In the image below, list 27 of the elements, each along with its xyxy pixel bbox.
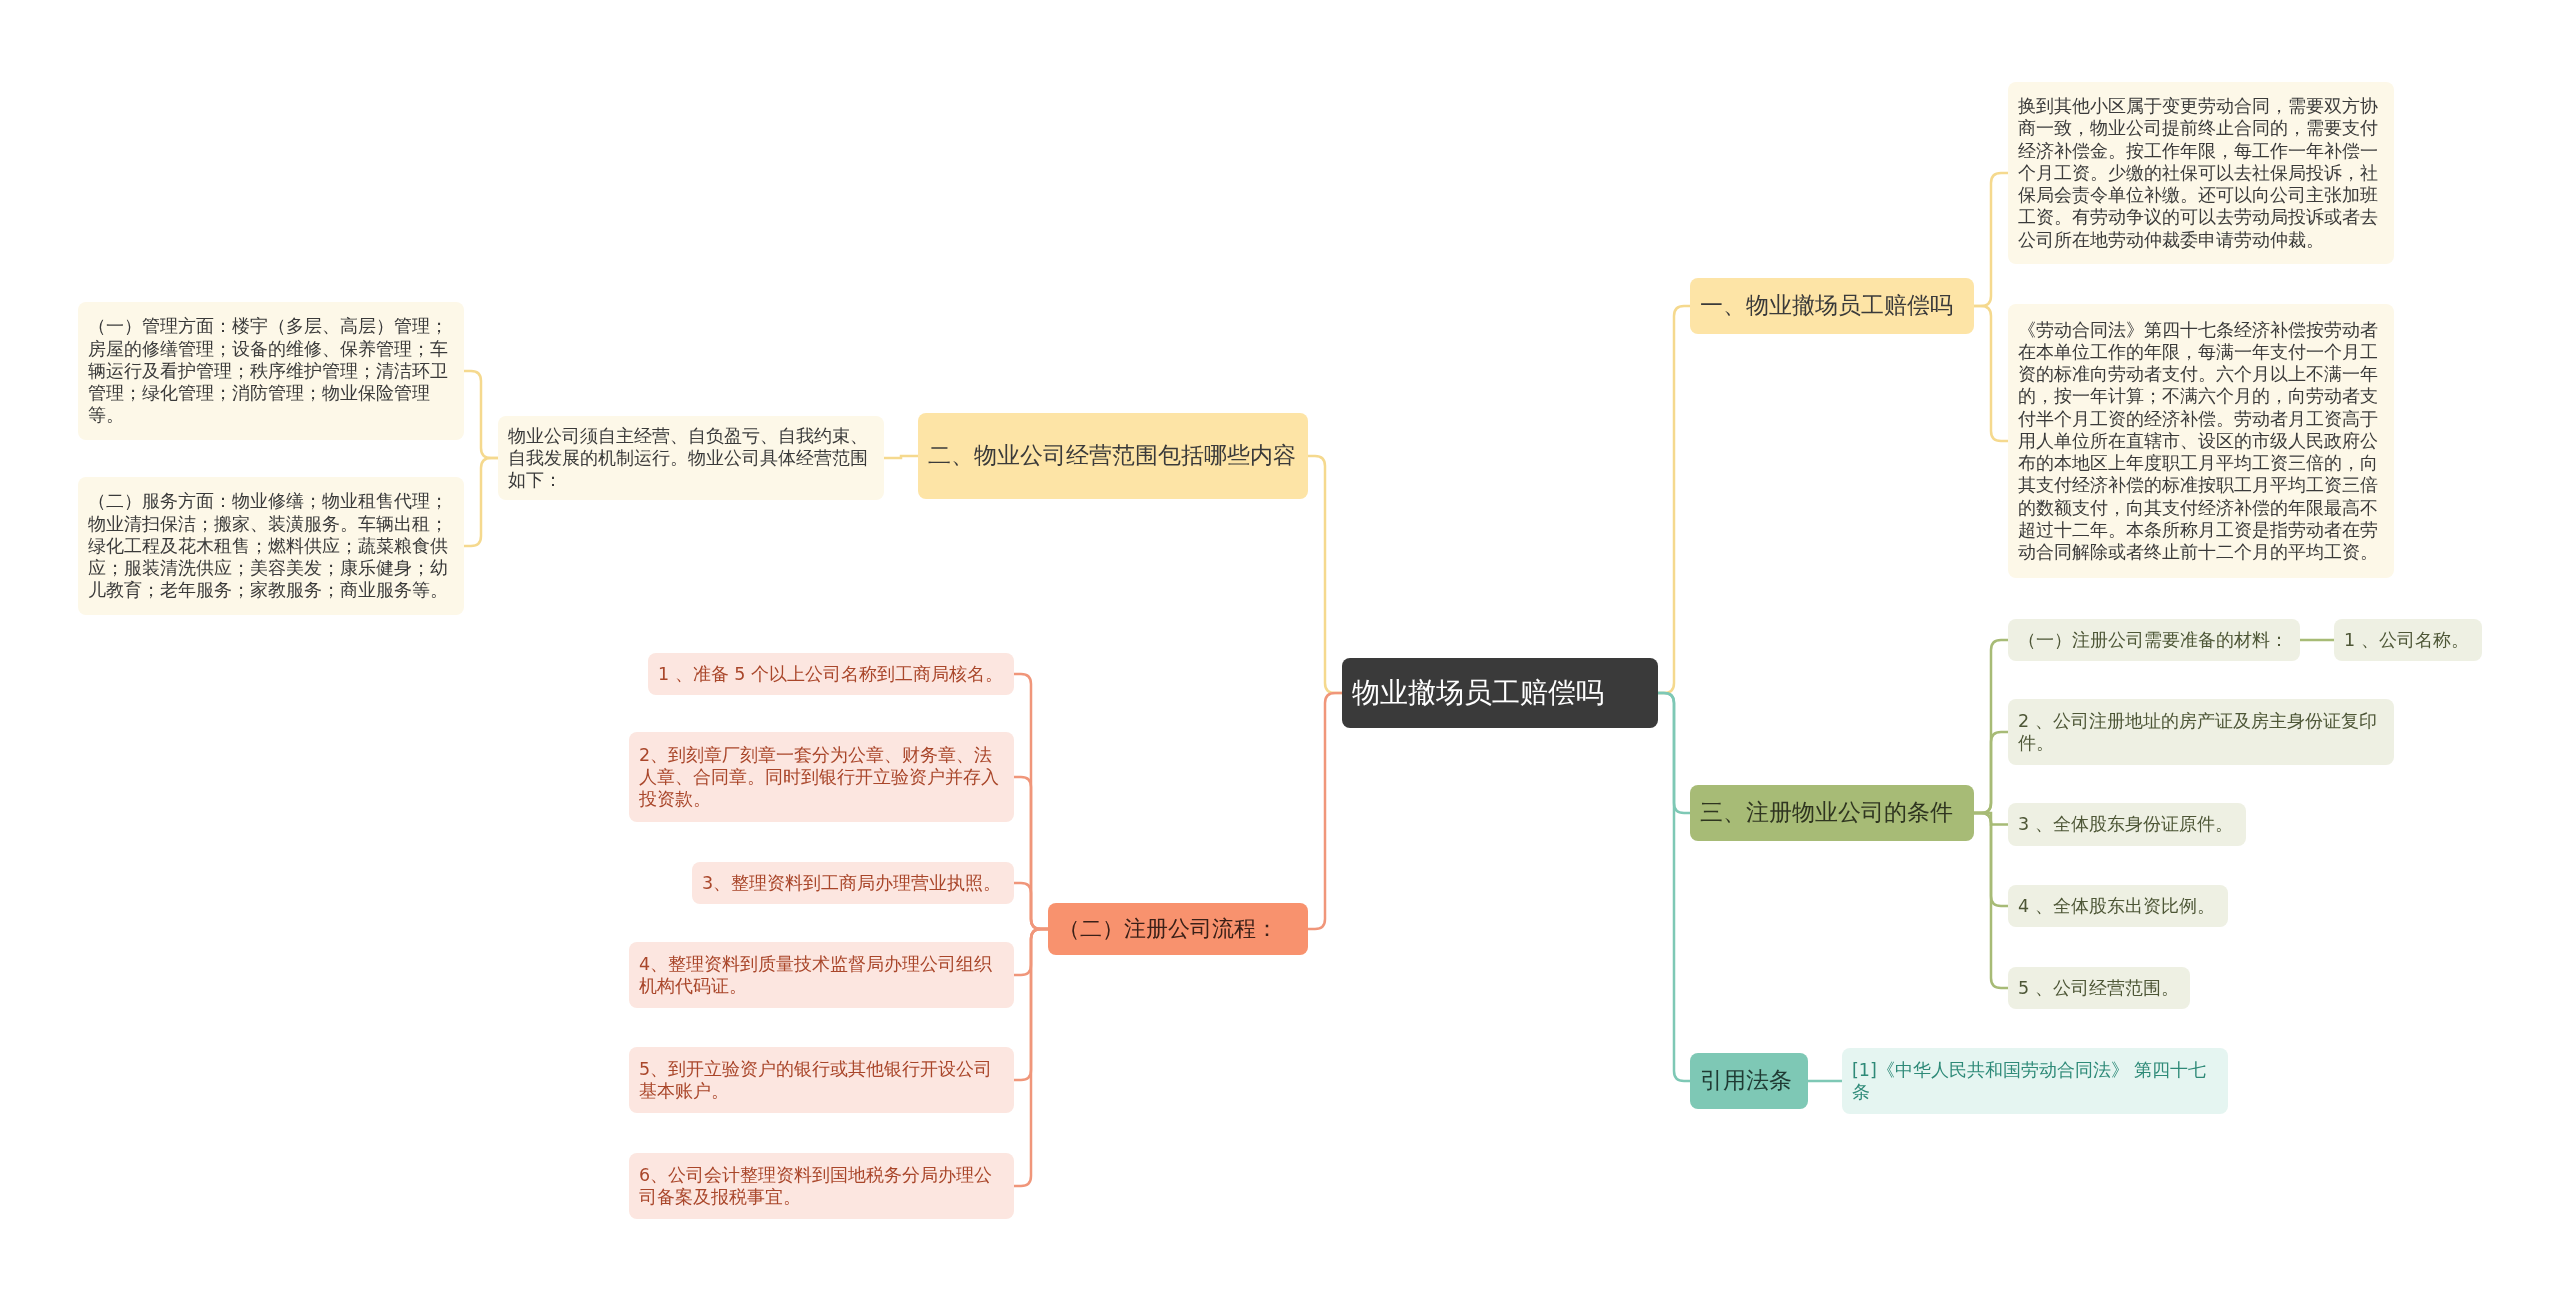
- text-box: （一）管理方面：楼宇（多层、高层）管理；房屋的修缮管理；设备的维修、保养管理；车辆运行及看护管理；秩序维护管理；清洁环卫管理；绿化管理；消防管理；物业保险管理等。: [78, 302, 464, 440]
- topic-box: 引用法条: [1690, 1053, 1808, 1109]
- connector: [1808, 1079, 1842, 1083]
- text-box: 3、整理资料到工商局办理营业执照。: [692, 862, 1014, 904]
- text-box: 换到其他小区属于变更劳动合同，需要双方协商一致，物业公司提前终止合同的，需要支付经济补偿金。按工作年限，每工作一年补偿一个月工资。少缴的社保可以去社保局投诉，社保局会责令单位补缴。还可以向公司主张加班工资。有劳动争议的可以去劳动局投诉或者去公司所在地劳动仲裁委申请劳动仲裁。: [2008, 82, 2394, 264]
- central-topic: 物业撤场员工赔偿吗: [1342, 658, 1658, 728]
- connector: [884, 454, 918, 460]
- text-box: 5 、公司经营范围。: [2008, 967, 2190, 1009]
- text-box: 2、到刻章厂刻章一套分为公章、财务章、法人章、合同章。同时到银行开立验资户并存入投资款。: [629, 732, 1014, 822]
- text-box: 5、到开立验资户的银行或其他银行开设公司基本账户。: [629, 1047, 1014, 1113]
- text-box: 3 、全体股东身份证原件。: [2008, 803, 2246, 846]
- text-box: 1 、准备 5 个以上公司名称到工商局核名。: [648, 653, 1014, 695]
- text-box: （二）服务方面：物业修缮；物业租售代理；物业清扫保洁；搬家、装潢服务。车辆出租；绿化工程及花木租售；燃料供应；蔬菜粮食供应；服装清洗供应；美容美发；康乐健身；幼儿教育；老年服务；家教服务；商业服务等。: [78, 477, 464, 615]
- text-box: 1 、公司名称。: [2334, 619, 2482, 661]
- topic-box: 三、注册物业公司的条件: [1690, 785, 1974, 841]
- text-box: （一）注册公司需要准备的材料：: [2008, 619, 2300, 661]
- text-box: 物业公司须自主经营、自负盈亏、自我约束、自我发展的机制运行。物业公司具体经营范围如下：: [498, 416, 884, 500]
- topic-box: 二、物业公司经营范围包括哪些内容: [918, 413, 1308, 499]
- connector: [2300, 638, 2334, 642]
- topic-box: 一、物业撤场员工赔偿吗: [1690, 278, 1974, 334]
- text-box: 2 、公司注册地址的房产证及房主身份证复印件。: [2008, 699, 2394, 765]
- text-box: 4 、全体股东出资比例。: [2008, 885, 2228, 927]
- text-box: 4、整理资料到质量技术监督局办理公司组织机构代码证。: [629, 942, 1014, 1008]
- text-box: [1]《中华人民共和国劳动合同法》 第四十七条: [1842, 1048, 2228, 1114]
- text-box: 6、公司会计整理资料到国地税务分局办理公司备案及报税事宜。: [629, 1153, 1014, 1219]
- topic-box: （二）注册公司流程：: [1048, 903, 1308, 955]
- text-box: 《劳动合同法》第四十七条经济补偿按劳动者在本单位工作的年限，每满一年支付一个月工资的标准向劳动者支付。六个月以上不满一年的，按一年计算；不满六个月的，向劳动者支付半个月工资的经济补偿。劳动者月工资高于用人单位所在直辖市、设区的市级人民政府公布的本地区上年度职工月平均工资三倍的，向其支付经济补偿的标准按职工月平均工资三倍的数额支付，向其支付经济补偿的年限最高不超过十二年。本条所称月工资是指劳动者在劳动合同解除或者终止前十二个月的平均工资。: [2008, 304, 2394, 578]
